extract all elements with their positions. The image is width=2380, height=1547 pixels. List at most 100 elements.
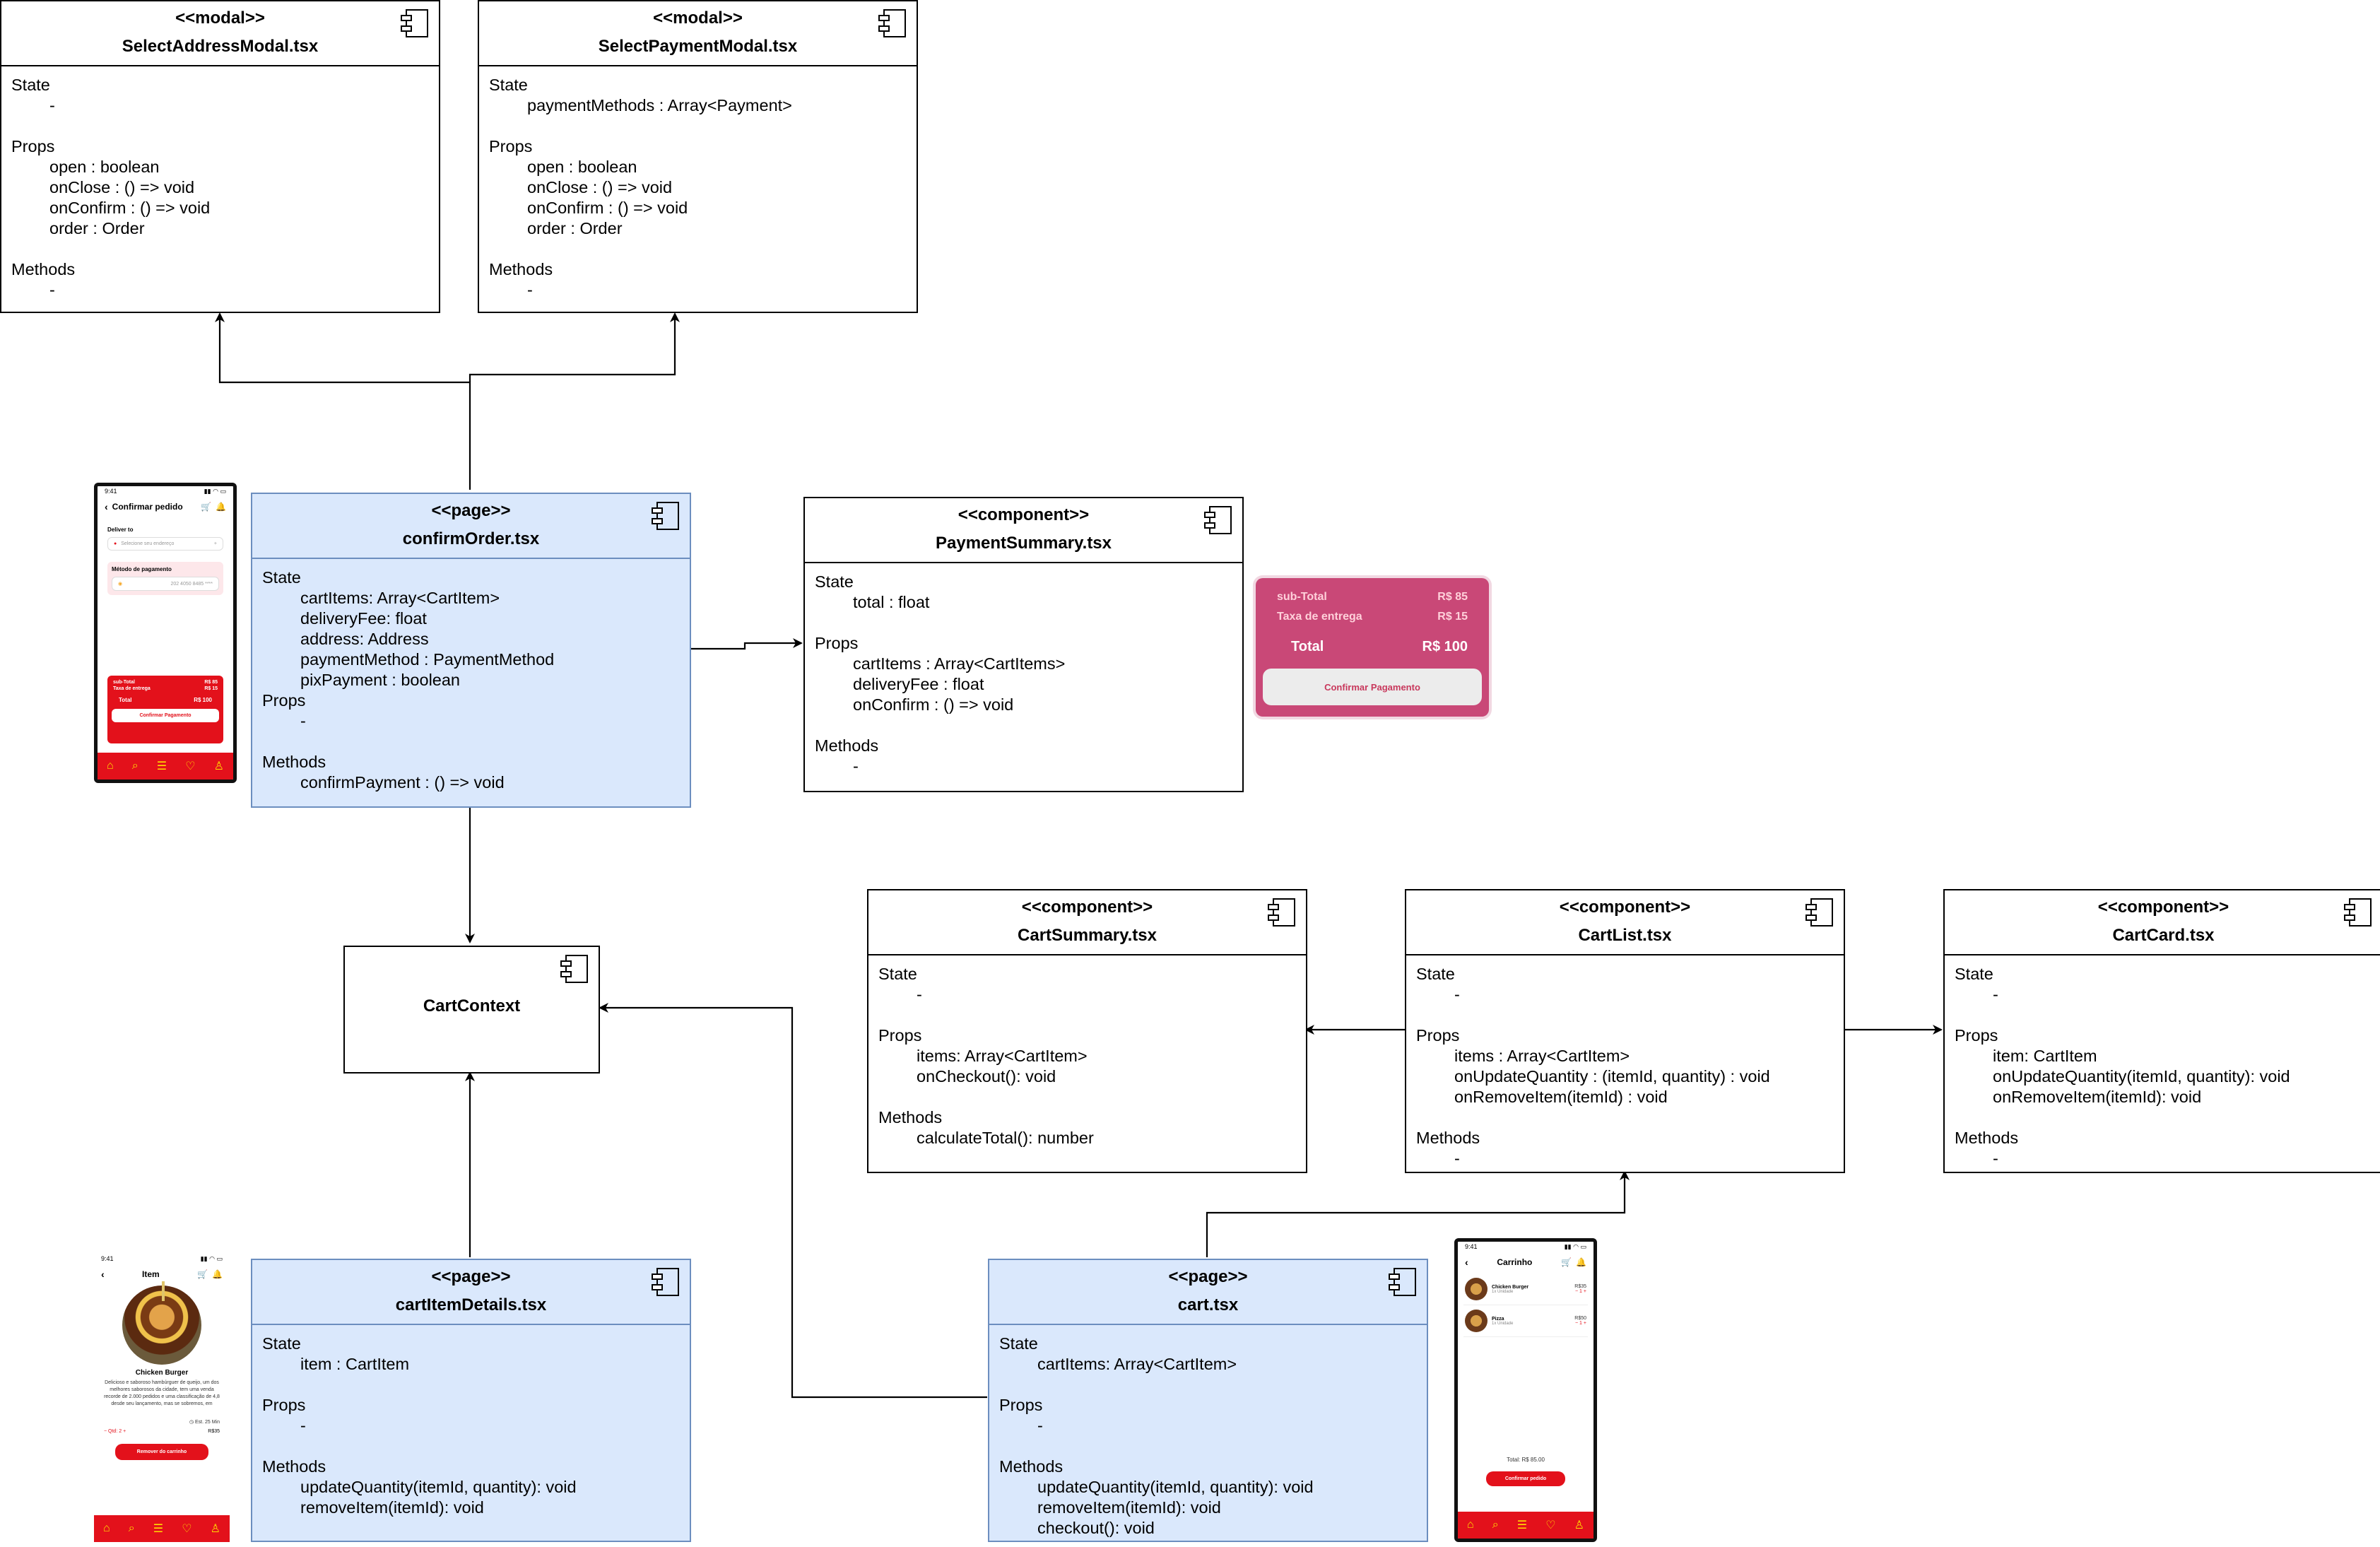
heart-icon[interactable]: ♡: [185, 760, 196, 772]
bell-icon[interactable]: 🔔: [212, 1269, 223, 1279]
user-icon[interactable]: ♙: [1574, 1519, 1584, 1531]
section-heading: Props: [878, 1026, 922, 1045]
section-heading: Props: [262, 1396, 306, 1414]
menu-icon[interactable]: ☰: [156, 760, 167, 772]
component-icon: [1203, 505, 1232, 535]
cart-context-box[interactable]: CartContext: [343, 946, 600, 1074]
component-icon: [2343, 898, 2372, 927]
member-line: item: CartItem: [1993, 1047, 2097, 1065]
member-line: removeItem(itemId): void: [1037, 1498, 1221, 1517]
member-line: open : boolean: [49, 158, 160, 176]
back-icon[interactable]: ‹: [101, 1269, 105, 1280]
search-icon[interactable]: ⌕: [128, 1522, 135, 1534]
uml-cart-summary[interactable]: <<component>>CartSummary.tsx State-Props…: [867, 889, 1307, 1173]
bell-icon[interactable]: 🔔: [216, 502, 226, 512]
member-line: onCheckout(): void: [917, 1067, 1056, 1086]
component-icon: [650, 501, 680, 531]
section-heading: State: [262, 1334, 301, 1353]
section-heading: Props: [11, 137, 55, 155]
total-label: Total: [1291, 639, 1324, 654]
spacer: [878, 1087, 1296, 1107]
member-line: total : float: [853, 593, 930, 611]
item-unit: 1x Unidade: [1492, 1321, 1514, 1326]
back-icon[interactable]: ‹: [1465, 1257, 1468, 1268]
user-icon[interactable]: ♙: [210, 1523, 220, 1535]
member-line: -: [49, 96, 55, 114]
section-heading: State: [1955, 965, 1993, 983]
spacer: [999, 1436, 1417, 1457]
confirm-order-button[interactable]: Confirmar pedido: [1486, 1471, 1565, 1486]
total-value: R$ 100: [194, 697, 212, 703]
menu-icon[interactable]: ☰: [1516, 1519, 1528, 1531]
member-line: onClose : () => void: [49, 178, 195, 196]
back-icon[interactable]: ‹: [105, 501, 108, 512]
quantity-stepper[interactable]: − Qtd: 2 +: [104, 1429, 126, 1434]
home-icon[interactable]: ⌂: [107, 760, 114, 772]
member-line: -: [300, 712, 306, 730]
address-field[interactable]: ●Selecione seu endereço+: [107, 537, 223, 551]
quantity-stepper[interactable]: − 1 +: [1575, 1321, 1586, 1326]
card-field[interactable]: ◉202 4050 8485 ****: [112, 577, 219, 591]
bottom-nav: ⌂ ⌕ ☰ ♡ ♙: [98, 753, 233, 780]
confirm-payment-button[interactable]: Confirmar Pagamento: [1263, 669, 1482, 705]
uml-select-address-modal[interactable]: <<modal>>SelectAddressModal.tsx State-Pr…: [0, 0, 440, 313]
cart-icon[interactable]: 🛒: [1561, 1257, 1572, 1267]
context-name: CartContext: [423, 996, 521, 1016]
user-icon[interactable]: ♙: [213, 760, 224, 772]
class-name: CartList.tsx: [1578, 926, 1672, 945]
home-icon[interactable]: ⌂: [103, 1522, 110, 1534]
component-icon: [559, 954, 589, 984]
section-heading: Props: [262, 691, 306, 710]
spacer: [1955, 1107, 2372, 1128]
stereotype-label: <<page>>: [431, 501, 511, 520]
menu-icon[interactable]: ☰: [153, 1523, 164, 1535]
quantity-value: 1: [1579, 1321, 1582, 1326]
member-line: order : Order: [527, 219, 623, 237]
heart-icon[interactable]: ♡: [182, 1523, 192, 1535]
stereotype-label: <<component>>: [1021, 898, 1153, 917]
screen-title: Carrinho: [1497, 1257, 1533, 1267]
section-heading: State: [815, 572, 854, 591]
spacer: [262, 1375, 680, 1395]
home-icon[interactable]: ⌂: [1467, 1519, 1474, 1531]
stereotype-label: <<modal>>: [653, 8, 743, 28]
bell-icon[interactable]: 🔔: [1576, 1257, 1586, 1267]
spacer: [815, 715, 1232, 736]
status-icons: ▮▮ ◠ ▭: [1564, 1243, 1586, 1250]
member-line: item : CartItem: [300, 1355, 410, 1373]
member-line: cartItems: Array<CartItem>: [300, 589, 500, 607]
eta-label: ◷ Est. 25 Min: [189, 1420, 220, 1425]
stereotype-label: <<component>>: [958, 505, 1090, 524]
spacer: [489, 239, 907, 259]
heart-icon[interactable]: ♡: [1545, 1519, 1556, 1531]
member-line: -: [1993, 985, 1998, 1004]
remove-from-cart-button[interactable]: Remover do carrinho: [115, 1444, 208, 1460]
confirm-payment-button[interactable]: Confirmar Pagamento: [112, 709, 219, 722]
quantity-stepper[interactable]: − 1 +: [1575, 1289, 1586, 1294]
member-line: calculateTotal(): number: [917, 1129, 1094, 1147]
spacer: [1416, 1005, 1834, 1025]
search-icon[interactable]: ⌕: [131, 760, 139, 772]
product-description: Delicioso e saboroso hambúrguer de queij…: [104, 1380, 220, 1406]
cart-icon[interactable]: 🛒: [197, 1269, 208, 1279]
search-icon[interactable]: ⌕: [1492, 1519, 1499, 1531]
member-line: -: [917, 985, 922, 1004]
subtotal-value: R$ 85: [204, 680, 218, 685]
cart-icon[interactable]: 🛒: [201, 502, 212, 512]
spacer: [1955, 1005, 2372, 1025]
item-unit: 1x Unidade: [1492, 1289, 1514, 1294]
item-price: R$35: [208, 1429, 220, 1434]
section-heading: Methods: [999, 1457, 1064, 1476]
